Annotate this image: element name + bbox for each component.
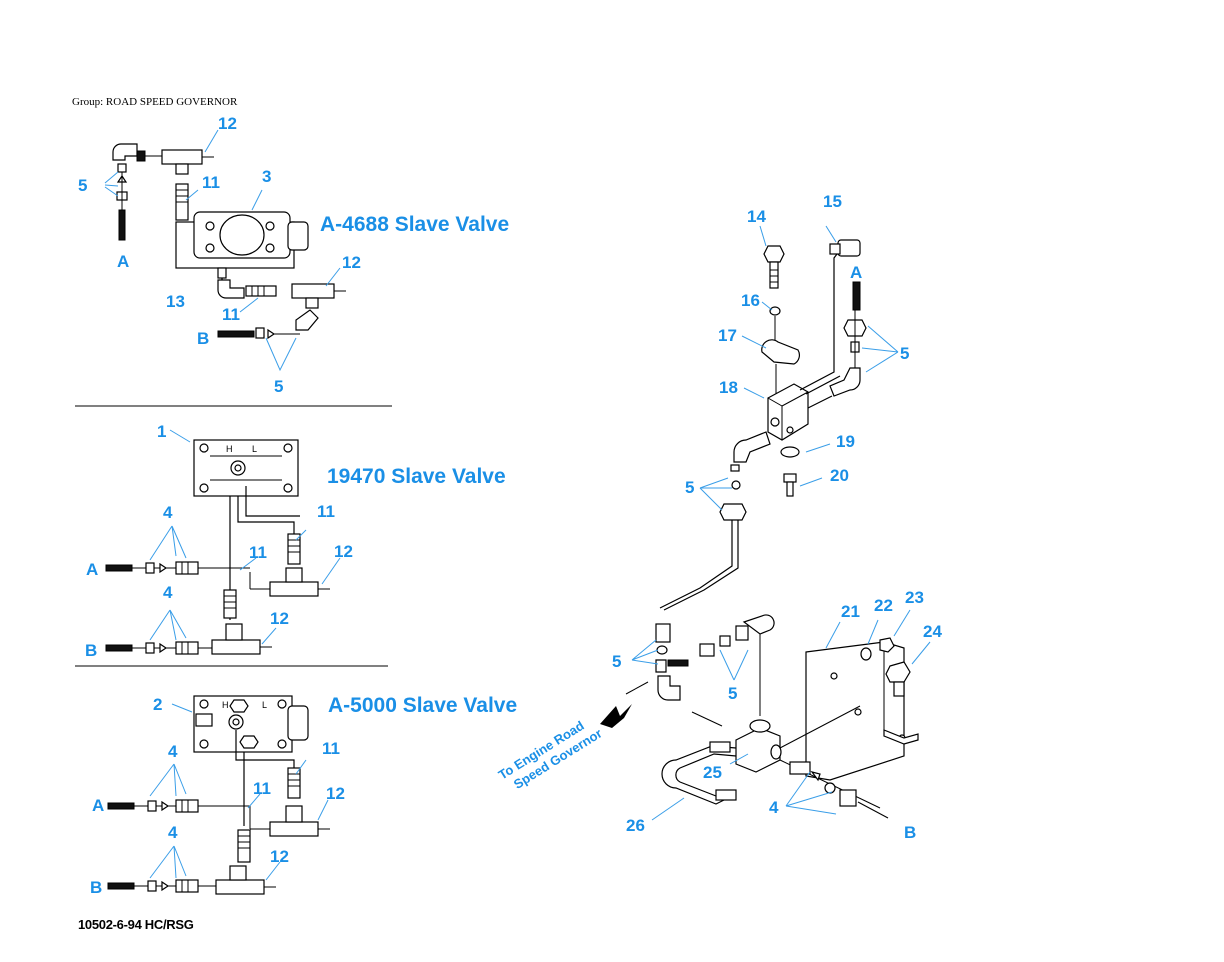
callout-label: 5 <box>685 478 694 497</box>
callout-label: 17 <box>718 326 737 345</box>
callout-label: 26 <box>626 816 645 835</box>
callout-label: B <box>197 329 209 348</box>
callout-label: A <box>86 560 98 579</box>
section-title-a5000: A-5000 Slave Valve <box>328 694 517 717</box>
callout-label: 4 <box>168 823 178 842</box>
callout-label: 15 <box>823 192 842 211</box>
callout-label: 21 <box>841 602 860 621</box>
callout-label: 2 <box>153 695 162 714</box>
svg-text:H: H <box>222 700 229 710</box>
callout-label: 4 <box>163 583 173 602</box>
callout-label: B <box>904 823 916 842</box>
callout-label: 11 <box>322 739 340 758</box>
callout-label: 12 <box>326 784 345 803</box>
callout-label: 16 <box>741 291 760 310</box>
valve-block <box>767 383 809 441</box>
a4688-section <box>112 143 346 340</box>
callout-label: 11 <box>249 543 267 562</box>
callout-label: 12 <box>270 847 289 866</box>
a5000-section: H L <box>107 695 330 895</box>
callouts: 12 5 11 3 A 12 13 11 B 5 1 4 11 11 12 A … <box>78 114 942 897</box>
tube-end <box>217 330 255 338</box>
callout-label: 13 <box>166 292 185 311</box>
svg-text:H: H <box>226 444 233 454</box>
section-title-19470: 19470 Slave Valve <box>327 465 506 488</box>
arrow-note: To Engine Road Speed Governor <box>496 718 605 792</box>
elbow-fitting <box>112 143 138 161</box>
callout-label: 12 <box>218 114 237 133</box>
fitting-nut <box>136 150 146 162</box>
callout-label: 25 <box>703 763 722 782</box>
callout-label: B <box>85 641 97 660</box>
callout-label: 3 <box>262 167 271 186</box>
callout-label: 5 <box>78 176 87 195</box>
callout-label: A <box>117 252 129 271</box>
callout-label: 5 <box>728 684 737 703</box>
section-title-a4688: A-4688 Slave Valve <box>320 213 509 236</box>
callout-label: 12 <box>334 542 353 561</box>
callout-label: A <box>850 263 862 282</box>
footer-code: 10502-6-94 HC/RSG <box>78 917 194 932</box>
callout-label: 14 <box>747 207 766 226</box>
callout-label: 5 <box>612 652 621 671</box>
callout-label: 5 <box>274 377 283 396</box>
callout-label: 19 <box>836 432 855 451</box>
governor-assembly <box>600 239 919 819</box>
callout-label: B <box>90 878 102 897</box>
callout-label: 11 <box>317 502 335 521</box>
callout-label: 11 <box>222 305 240 324</box>
callout-label: 1 <box>157 422 166 441</box>
callout-label: 12 <box>342 253 361 272</box>
callout-label: 23 <box>905 588 924 607</box>
callout-label: 4 <box>168 742 178 761</box>
callout-label: 11 <box>202 173 220 192</box>
v19470-section: H L <box>105 439 330 655</box>
group-label: Group: ROAD SPEED GOVERNOR <box>72 96 238 108</box>
tee-fitting <box>161 149 203 165</box>
callout-label: 20 <box>830 466 849 485</box>
tee-fitting <box>175 163 189 175</box>
callout-label: 4 <box>769 798 779 817</box>
svg-text:L: L <box>262 700 267 710</box>
callout-label: 5 <box>900 344 909 363</box>
tube-end <box>118 209 126 241</box>
callout-label: 12 <box>270 609 289 628</box>
svg-text:L: L <box>252 444 257 454</box>
callout-label: 11 <box>253 779 271 798</box>
leader-lines <box>104 129 931 881</box>
callout-label: 24 <box>923 622 942 641</box>
callout-label: 22 <box>874 596 893 615</box>
callout-label: A <box>92 796 104 815</box>
callout-label: 18 <box>719 378 738 397</box>
bolt-head <box>763 245 785 263</box>
callout-label: 4 <box>163 503 173 522</box>
